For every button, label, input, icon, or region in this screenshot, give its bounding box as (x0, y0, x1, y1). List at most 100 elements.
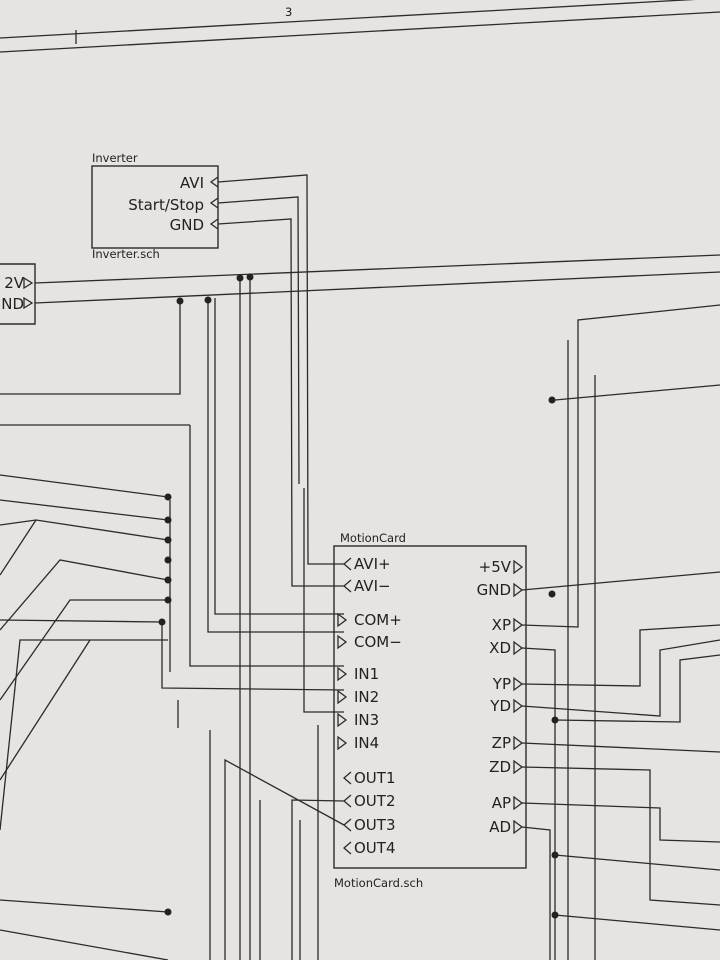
wire (554, 384, 720, 401)
wire (554, 914, 720, 931)
motioncard-port-in2 (337, 689, 348, 705)
inverter-port-gnd (209, 218, 219, 230)
motioncard-port-com (337, 634, 348, 650)
motioncard-port-zp (513, 735, 524, 751)
power-box (0, 263, 36, 325)
wire (0, 929, 169, 960)
motioncard-file: MotionCard.sch (334, 876, 423, 890)
wire (217, 174, 344, 565)
motioncard-pin-label: OUT3 (354, 816, 396, 834)
wire (0, 599, 168, 701)
motioncard-port-yp (513, 676, 524, 692)
motioncard-pin-label: ZD (489, 758, 511, 776)
inverter-box (91, 165, 219, 249)
junction-dot (548, 590, 556, 598)
motioncard-pin-label: IN3 (354, 711, 379, 729)
junction-dot (551, 851, 559, 859)
sheet-number: 3 (285, 5, 292, 19)
motioncard-pin-label: COM− (354, 633, 402, 651)
wire (0, 619, 163, 623)
motioncard-port-ad (513, 819, 524, 835)
motioncard-pin-label: XD (489, 639, 511, 657)
motioncard-port-ap (513, 795, 524, 811)
wire (0, 899, 169, 913)
inverter-pin-startstop: Start/Stop (128, 196, 204, 214)
wire (161, 622, 345, 691)
wire (554, 854, 720, 871)
junction-dot (176, 297, 184, 305)
wire (521, 624, 720, 687)
wire (521, 571, 720, 591)
motioncard-pin-label: YP (492, 675, 511, 693)
motioncard-port-gnd (513, 582, 524, 598)
wire (34, 254, 720, 284)
motioncard-pin-label: YD (489, 697, 511, 715)
motioncard-port-5v (513, 559, 524, 575)
motioncard-pin-label: OUT2 (354, 792, 396, 810)
inverter-port-startstop (209, 197, 219, 209)
wire (554, 654, 720, 723)
motioncard-pin-label: GND (477, 581, 511, 599)
motioncard-pin-label: XP (492, 616, 511, 634)
motioncard-port-xp (513, 617, 524, 633)
motioncard-port-xd (513, 640, 524, 656)
wire (189, 425, 344, 667)
wire (521, 766, 720, 906)
wire (0, 519, 37, 576)
motioncard-port-zd (513, 759, 524, 775)
wire (217, 218, 344, 587)
motioncard-port-out3 (343, 818, 352, 832)
wire (0, 639, 168, 831)
motioncard-port-in1 (337, 666, 348, 682)
wire (521, 826, 551, 960)
power-pin-gnd: ND (1, 295, 24, 313)
wire (0, 559, 169, 631)
motioncard-pin-label: AVI− (354, 577, 391, 595)
sheet-border (0, 0, 720, 53)
wire (34, 271, 720, 304)
motioncard-pin-label: ZP (492, 734, 511, 752)
power-port-12v (23, 276, 34, 290)
junction-dot (236, 274, 244, 282)
motioncard-pin-label: IN2 (354, 688, 379, 706)
motioncard-port-out4 (343, 841, 352, 855)
junction-dot (551, 716, 559, 724)
wire (303, 488, 344, 713)
inverter-file: Inverter.sch (92, 247, 160, 261)
motioncard-pin-label: AP (492, 794, 511, 812)
motioncard-sheet[interactable]: MotionCard MotionCard.sch AVI+AVI−COM+CO… (333, 531, 527, 890)
wire (521, 639, 720, 717)
motioncard-port-in4 (337, 735, 348, 751)
motioncard-pin-label: COM+ (354, 611, 402, 629)
junction-dot (158, 618, 166, 626)
junction-dot (164, 516, 172, 524)
wire (207, 300, 344, 633)
motioncard-port-yd (513, 698, 524, 714)
inverter-port-avi (209, 176, 219, 188)
motioncard-pin-label: AD (489, 818, 511, 836)
power-sheet[interactable]: 2V ND (0, 263, 36, 325)
wire (224, 758, 345, 960)
motioncard-pin-label: AVI+ (354, 555, 391, 573)
motioncard-pin-label: OUT4 (354, 839, 396, 857)
junction-dot (164, 556, 172, 564)
motioncard-pin-label: IN4 (354, 734, 379, 752)
junction-dot (246, 273, 254, 281)
wire (291, 799, 345, 960)
motioncard-pin-label: IN1 (354, 665, 379, 683)
junction-dot (164, 536, 172, 544)
inverter-sheet[interactable]: Inverter Inverter.sch AVI Start/Stop GND (91, 151, 219, 261)
wire (0, 499, 169, 521)
motioncard-pin-label: OUT1 (354, 769, 396, 787)
motioncard-box (333, 545, 527, 869)
junction-dot (164, 908, 172, 916)
inverter-pin-gnd: GND (170, 216, 204, 234)
motioncard-port-out1 (343, 771, 352, 785)
motioncard-port-com (337, 612, 348, 628)
wire (0, 474, 169, 498)
wire (0, 301, 181, 395)
motioncard-port-in3 (337, 712, 348, 728)
junction-dot (164, 596, 172, 604)
